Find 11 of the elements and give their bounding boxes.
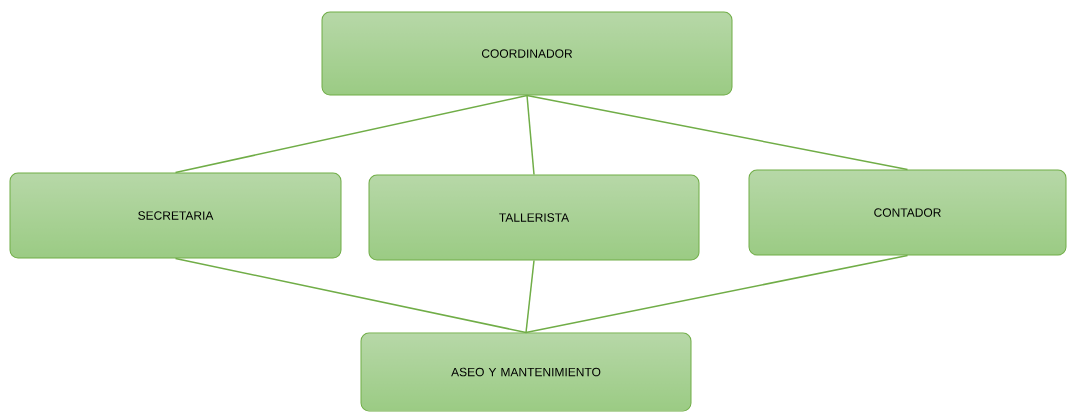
org-box: CONTADOR (748, 169, 1067, 256)
connector-line (174, 94, 528, 174)
org-box: SECRETARIA (9, 172, 342, 259)
connector-line (525, 259, 535, 334)
org-box: TALLERISTA (368, 174, 700, 261)
connector-line (174, 257, 527, 334)
connector-line (526, 94, 535, 176)
connector-line (526, 94, 909, 171)
connector-line (525, 254, 909, 334)
org-box: ASEO Y MANTENIMIENTO (360, 332, 692, 412)
org-box: COORDINADOR (321, 11, 733, 96)
